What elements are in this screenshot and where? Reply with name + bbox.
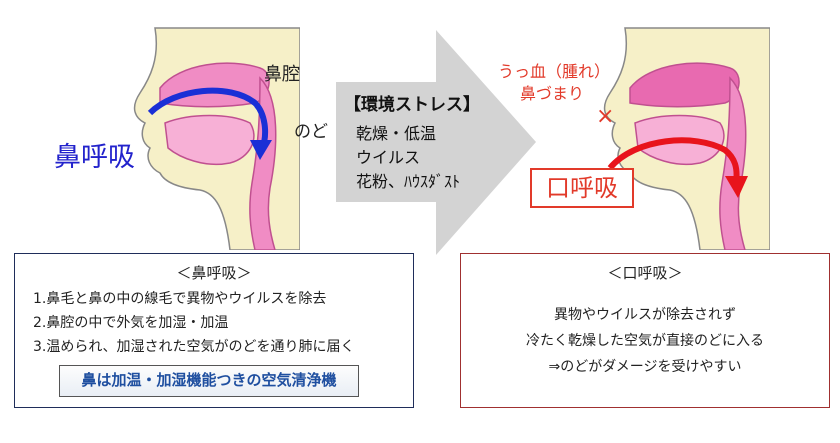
throat-label: のど bbox=[294, 122, 328, 142]
stress-title: 【環境ストレス】 bbox=[344, 95, 480, 115]
stuffy-nose-label: 鼻づまり bbox=[520, 84, 585, 103]
nasal-cavity-label: 鼻腔 bbox=[264, 64, 300, 85]
nose-breathing-box: ＜鼻呼吸＞ 1.鼻毛と鼻の中の線毛で異物やウイルスを除去 2.鼻腔の中で外気を加… bbox=[14, 253, 414, 408]
mouth-airflow-arrowhead bbox=[725, 176, 748, 198]
stress-item-pollen-dust: 花粉、ﾊｳｽﾀﾞｽﾄ bbox=[356, 172, 461, 191]
oral-cavity bbox=[164, 114, 255, 166]
stress-arrow-shape bbox=[336, 30, 536, 255]
mouth-breathing-box: ＜口呼吸＞ 異物やウイルスが除去されず 冷たく乾燥した空気が直接のどに入る ⇒の… bbox=[460, 253, 830, 408]
nose-box-item: 1.鼻毛と鼻の中の線毛で異物やウイルスを除去 bbox=[33, 291, 327, 307]
nose-box-summary: 鼻は加温・加湿機能つきの空気清浄機 bbox=[59, 365, 359, 397]
nose-box-item: 2.鼻腔の中で外気を加湿・加温 bbox=[33, 315, 229, 331]
nose-box-title: ＜鼻呼吸＞ bbox=[176, 264, 252, 282]
mouth-box-title: ＜口呼吸＞ bbox=[607, 264, 683, 282]
mouth-breathing-anatomy bbox=[603, 27, 770, 250]
blocked-nose-mark: × bbox=[596, 104, 615, 129]
nose-airflow-arrowhead bbox=[250, 140, 272, 160]
mouth-breathing-label: 口呼吸 bbox=[530, 168, 634, 208]
nose-box-item: 3.温められ、加湿された空気がのどを通り肺に届く bbox=[33, 339, 355, 355]
mouth-box-line: 異物やウイルスが除去されず bbox=[554, 307, 736, 323]
nose-breathing-label: 鼻呼吸 bbox=[54, 142, 135, 173]
nose-breathing-anatomy bbox=[133, 27, 300, 250]
mouth-airflow-arrow bbox=[607, 137, 740, 184]
mouth-box-line: ⇒のどがダメージを受けやすい bbox=[548, 359, 742, 375]
mouth-box-line: 冷たく乾燥した空気が直接のどに入る bbox=[526, 333, 764, 349]
stress-item-virus: ウイルス bbox=[356, 148, 421, 167]
congestion-label: うっ血（腫れ） bbox=[498, 62, 611, 81]
stress-arrow bbox=[336, 30, 536, 255]
stress-item-dry-cold: 乾燥・低温 bbox=[356, 124, 437, 143]
nose-airflow-arrow bbox=[147, 87, 269, 151]
nasal-cavity-swollen bbox=[629, 62, 740, 108]
